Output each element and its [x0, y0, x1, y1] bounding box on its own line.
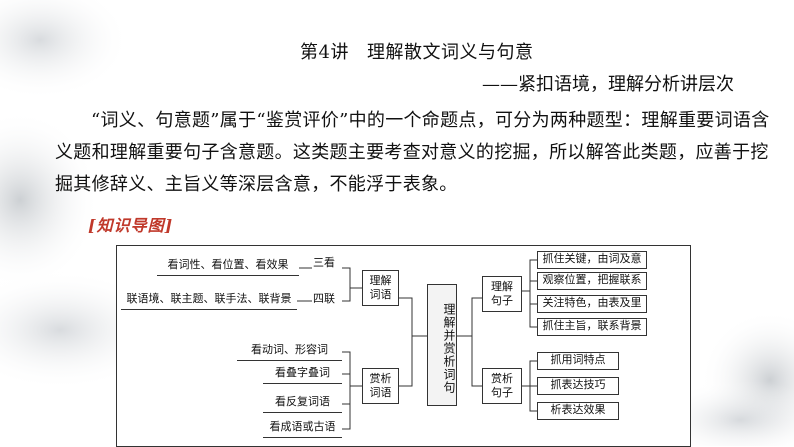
node-appreciate-words: 赏析词语 [362, 368, 399, 404]
leaf-effects: 析表达效果 [537, 402, 619, 420]
node-appreciate-sentences: 赏析句子 [482, 368, 522, 404]
leaf-features: 关注特色，由表及里 [537, 295, 647, 313]
leaf-theme: 抓住主旨，联系背景 [537, 318, 647, 336]
mindmap-connectors [297, 259, 537, 430]
lecture-subtitle: ——紧扣语境，理解分析讲层次 [482, 74, 734, 95]
knowledge-map-tag: [知识导图] [88, 216, 174, 235]
leaf-repeated-words: 看反复词语 [263, 395, 342, 413]
lecture-title: 第4讲理解散文词义与句意 [300, 38, 533, 64]
leaf-techniques: 抓表达技巧 [537, 377, 619, 395]
lecture-topic: 理解散文词义与句意 [366, 42, 534, 63]
intro-paragraph: “词义、句意题”属于“鉴赏评价”中的一个命题点，可分为两种题型：理解重要词语含义… [55, 110, 770, 195]
node-understand-sentences: 理解句子 [482, 276, 522, 312]
leaf-three-look: 看词性、看位置、看效果 [157, 258, 299, 276]
knowledge-mindmap: 理解并赏析词句 理解词语 三看 四联 看词性、看位置、看效果 联语境、联主题、联… [116, 245, 691, 447]
leaf-verbs-adjectives: 看动词、形容词 [237, 343, 342, 361]
leaf-idioms: 看成语或古语 [263, 420, 342, 438]
branch-label-four-link: 四联 [313, 292, 335, 305]
leaf-position: 观察位置，把握联系 [537, 272, 647, 290]
mindmap-root: 理解并赏析词句 [427, 284, 457, 406]
lecture-number: 第4讲 [300, 42, 349, 63]
leaf-word-usage: 抓用词特点 [537, 352, 619, 370]
leaf-key-points: 抓住关键，由词及意 [537, 251, 647, 269]
branch-label-three-look: 三看 [313, 256, 335, 269]
leaf-reduplication: 看叠字叠词 [263, 366, 342, 384]
leaf-four-link: 联语境、联主题、联手法、联背景 [121, 292, 297, 310]
node-understand-words: 理解词语 [362, 270, 399, 306]
